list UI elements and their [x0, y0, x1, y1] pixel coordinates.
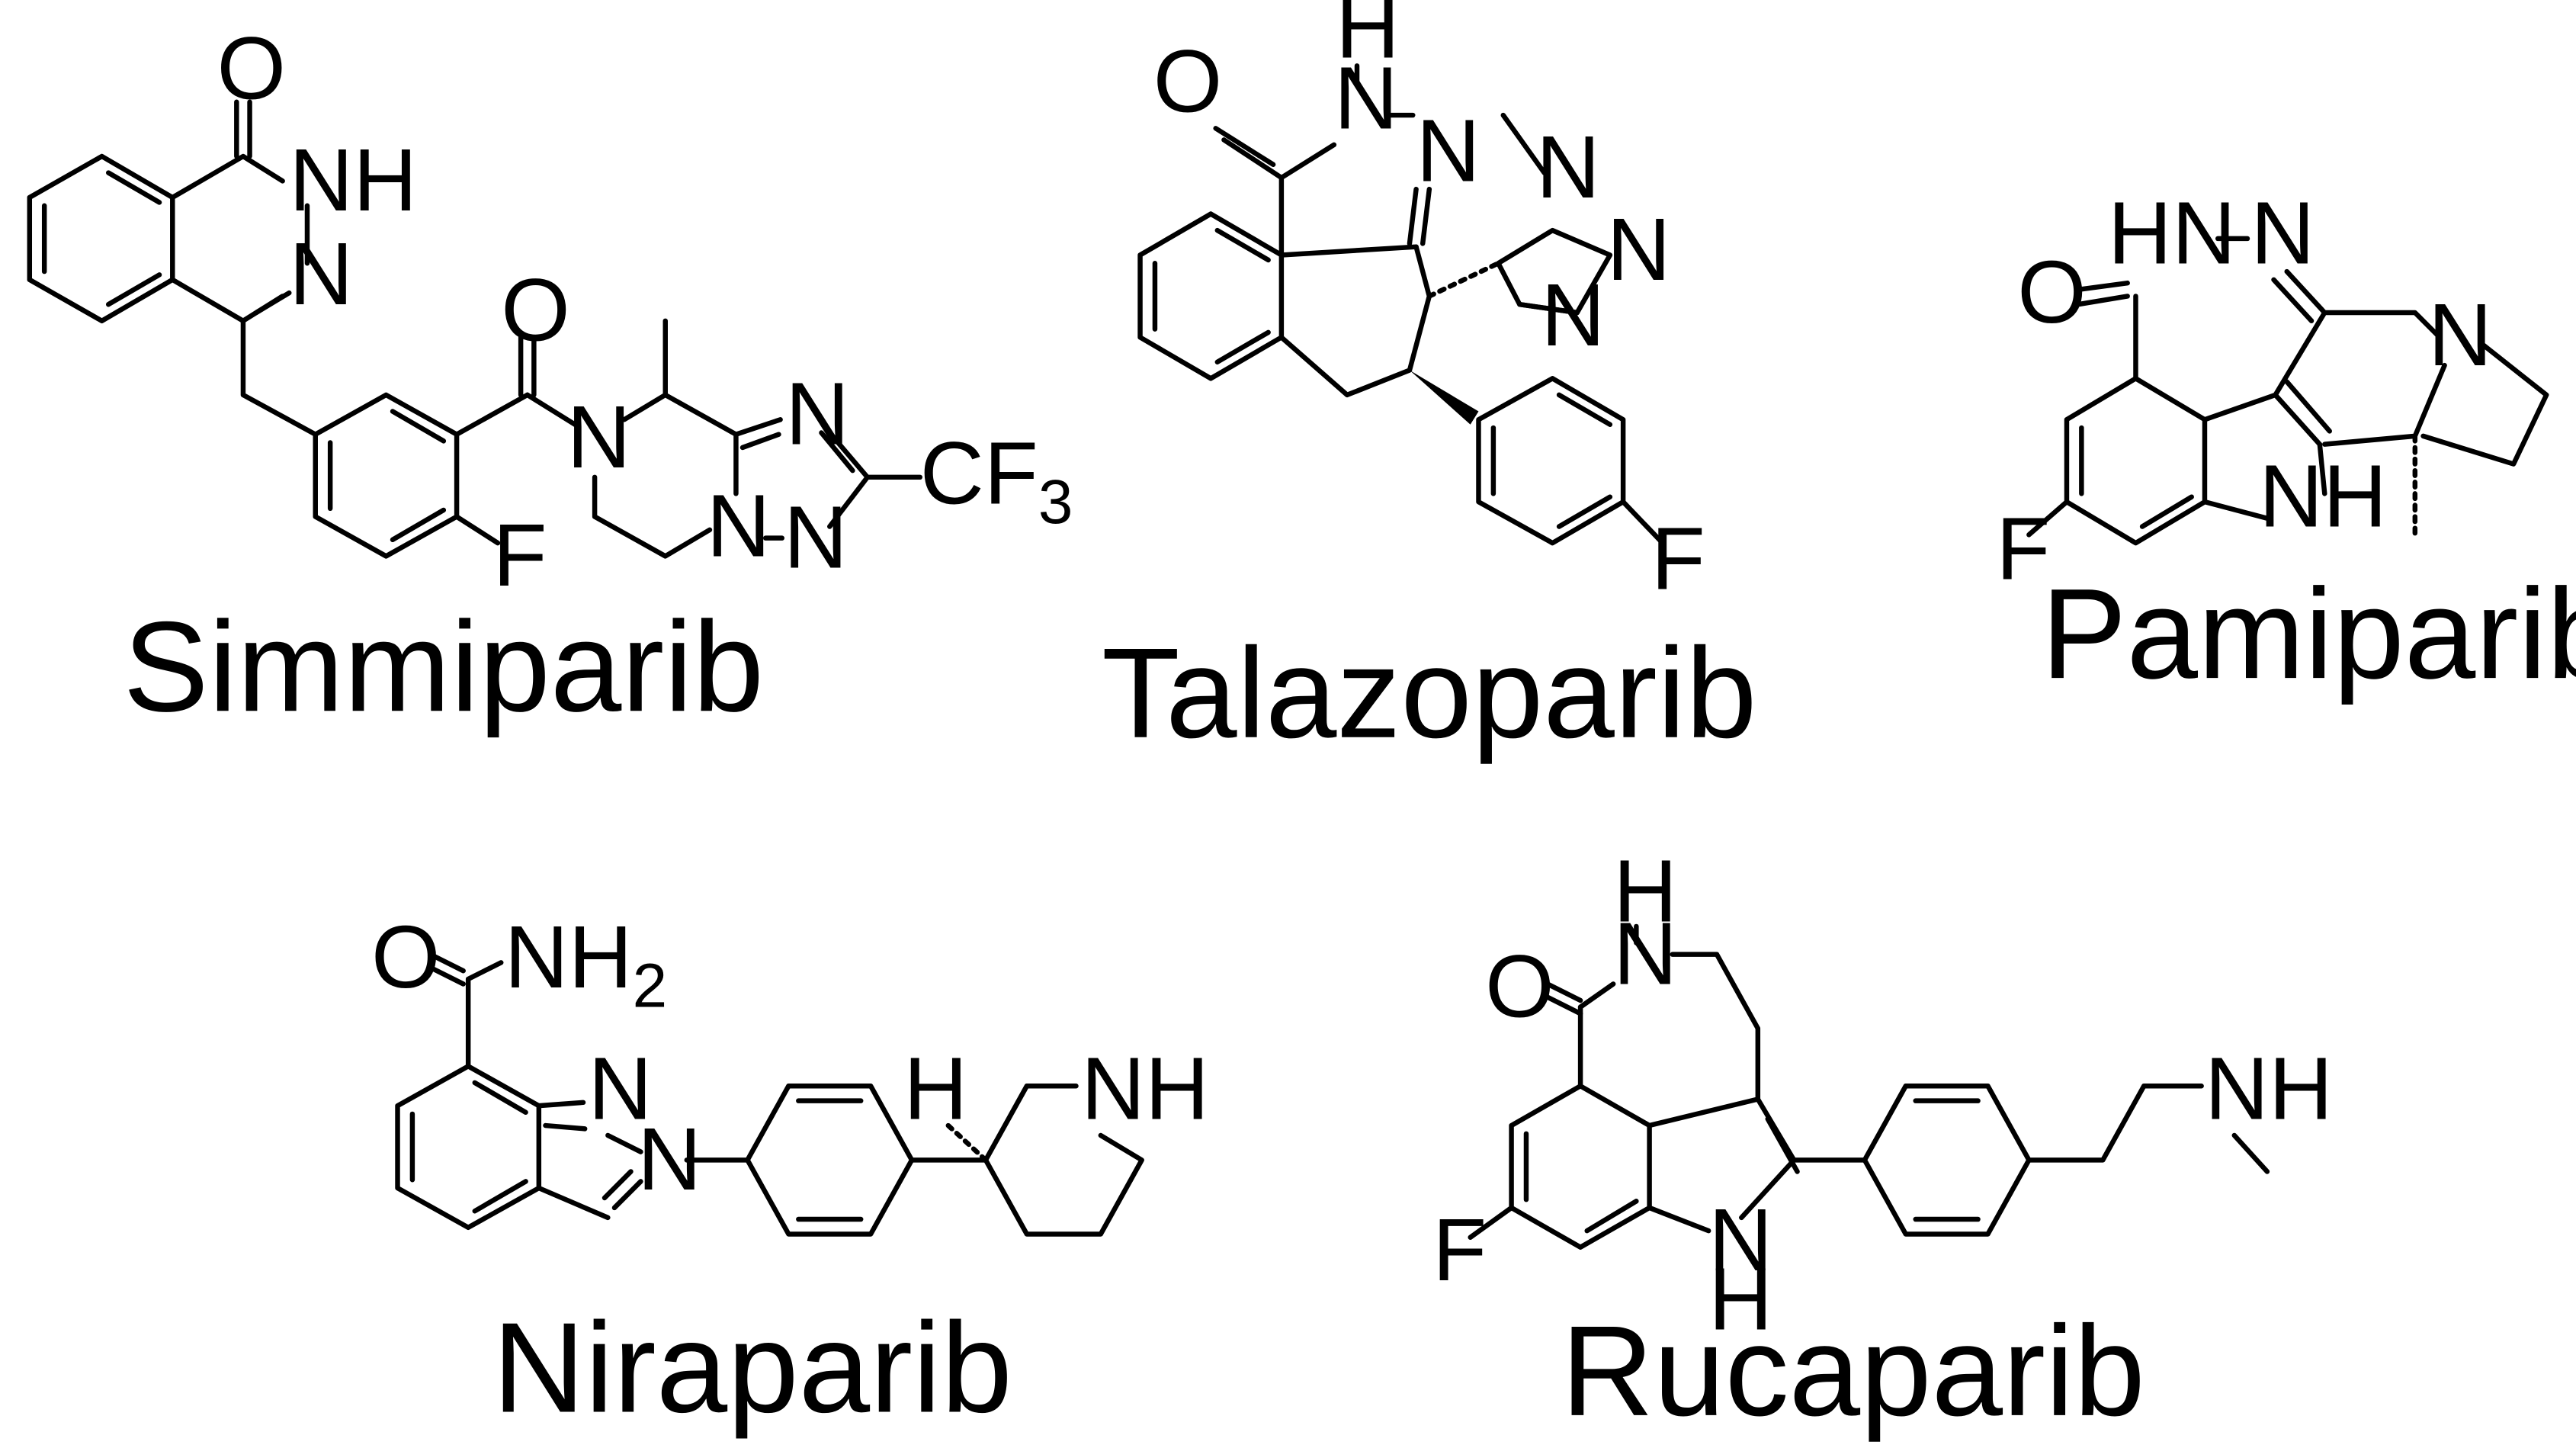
simmiparib-n: N [289, 224, 353, 323]
pamiparib-nh: NH [2259, 446, 2387, 545]
talazoparib-triazole-n1: N [1607, 200, 1671, 299]
rucaparib-nh-h: H [1613, 841, 1677, 940]
talazoparib-triazole-n2: N [1541, 265, 1605, 364]
structure-simmiparib: O NH N F O N N N N CF3 Simmiparib [27, 18, 1073, 738]
talazoparib-n2: N [1416, 101, 1480, 200]
compound-name-rucaparib: Rucaparib [1561, 1299, 2145, 1443]
niraparib-h: H [903, 1039, 967, 1138]
niraparib-n1: N [588, 1039, 652, 1138]
pamiparib-n: N [2250, 183, 2315, 282]
simmiparib-f: F [492, 506, 547, 605]
rucaparib-f: F [1432, 1200, 1487, 1299]
simmiparib-cf3: CF3 [920, 423, 1073, 537]
rucaparib-methylamine-nh: NH [2205, 1039, 2333, 1138]
simmiparib-triazole-n3: N [784, 487, 848, 586]
compound-name-niraparib: Niraparib [492, 1295, 1012, 1439]
talazoparib-carbonyl-o: O [1153, 32, 1223, 131]
niraparib-piperidine-nh: NH [1081, 1039, 1209, 1138]
structure-niraparib: O NH2 N N H NH Niraparib [371, 907, 1209, 1440]
talazoparib-methyl-n: N [1536, 117, 1600, 217]
compound-name-simmiparib: Simmiparib [124, 595, 765, 738]
simmiparib-amide-o: O [501, 261, 570, 360]
talazoparib-f: F [1651, 509, 1705, 608]
structure-rucaparib: H N O F N H NH Rucaparib [1432, 841, 2333, 1442]
talazoparib-nh-h: H [1336, 0, 1400, 77]
compound-name-talazoparib: Talazoparib [1102, 621, 1757, 765]
pamiparib-f: F [1996, 499, 2050, 599]
pamiparib-carbonyl-o: O [2017, 242, 2087, 342]
simmiparib-triazole-n2: N [707, 476, 771, 575]
simmiparib-amide-n: N [566, 387, 630, 486]
talazoparib-nh-n: N [1334, 48, 1398, 147]
structure-talazoparib: O N H N N N N F Talazoparib [1102, 0, 1757, 765]
structure-pamiparib: O HN N F NH N Pamiparib [1996, 183, 2576, 705]
pamiparib-hn: HN [2108, 183, 2236, 282]
rucaparib-indole-h: H [1708, 1250, 1772, 1349]
niraparib-nh2: NH2 [505, 907, 668, 1021]
simmiparib-triazole-n1: N [785, 364, 849, 464]
rucaparib-carbonyl-o: O [1485, 937, 1554, 1036]
niraparib-carbonyl-o: O [371, 907, 441, 1007]
rucaparib-indole-n: N [1708, 1190, 1772, 1289]
simmiparib-nh: NH [289, 130, 417, 230]
simmiparib-carbonyl-o: O [217, 18, 286, 117]
rucaparib-nh-n: N [1613, 904, 1677, 1003]
compound-name-pamiparib: Pamiparib [2041, 562, 2576, 705]
pamiparib-pyrrolidine-n: N [2428, 285, 2492, 384]
